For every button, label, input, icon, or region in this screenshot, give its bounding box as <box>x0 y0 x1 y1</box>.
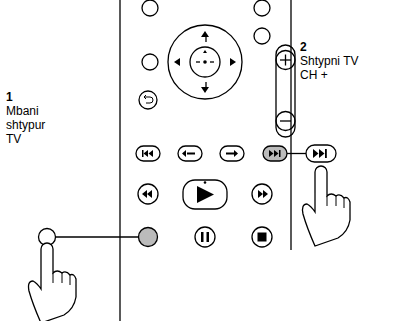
dpad-center <box>190 47 220 77</box>
button <box>254 0 270 16</box>
dpad-arrows <box>174 31 236 93</box>
callout-number: 2 <box>300 40 360 54</box>
pause-button <box>195 227 215 247</box>
remote-edge <box>119 0 120 321</box>
volume-up <box>276 51 295 70</box>
ch-button-enlarged <box>306 145 336 162</box>
dpad <box>168 25 242 99</box>
callout-number: 1 <box>6 90 60 104</box>
callout-text: Shtypni TV CH + <box>300 54 360 82</box>
transport-row <box>136 146 287 161</box>
remote-edge <box>290 0 291 250</box>
leader-line <box>287 153 306 154</box>
button <box>254 28 270 44</box>
hand <box>303 166 351 246</box>
volume-down <box>276 112 295 131</box>
stop-button <box>252 227 272 247</box>
hand <box>29 243 77 321</box>
rewind-button <box>138 184 158 204</box>
tv-button <box>139 228 158 247</box>
play-button <box>183 180 227 209</box>
callout-text: Mbani shtypur TV <box>6 104 60 146</box>
volume-rocker <box>276 45 295 137</box>
button <box>142 0 158 16</box>
ff-button <box>252 184 272 204</box>
return-button <box>139 91 157 109</box>
callout: 1Mbani shtypur TV <box>6 90 60 146</box>
leader-line <box>56 236 138 237</box>
transport-icons <box>142 150 281 157</box>
callout: 2Shtypni TV CH + <box>300 40 360 82</box>
button <box>142 54 158 70</box>
